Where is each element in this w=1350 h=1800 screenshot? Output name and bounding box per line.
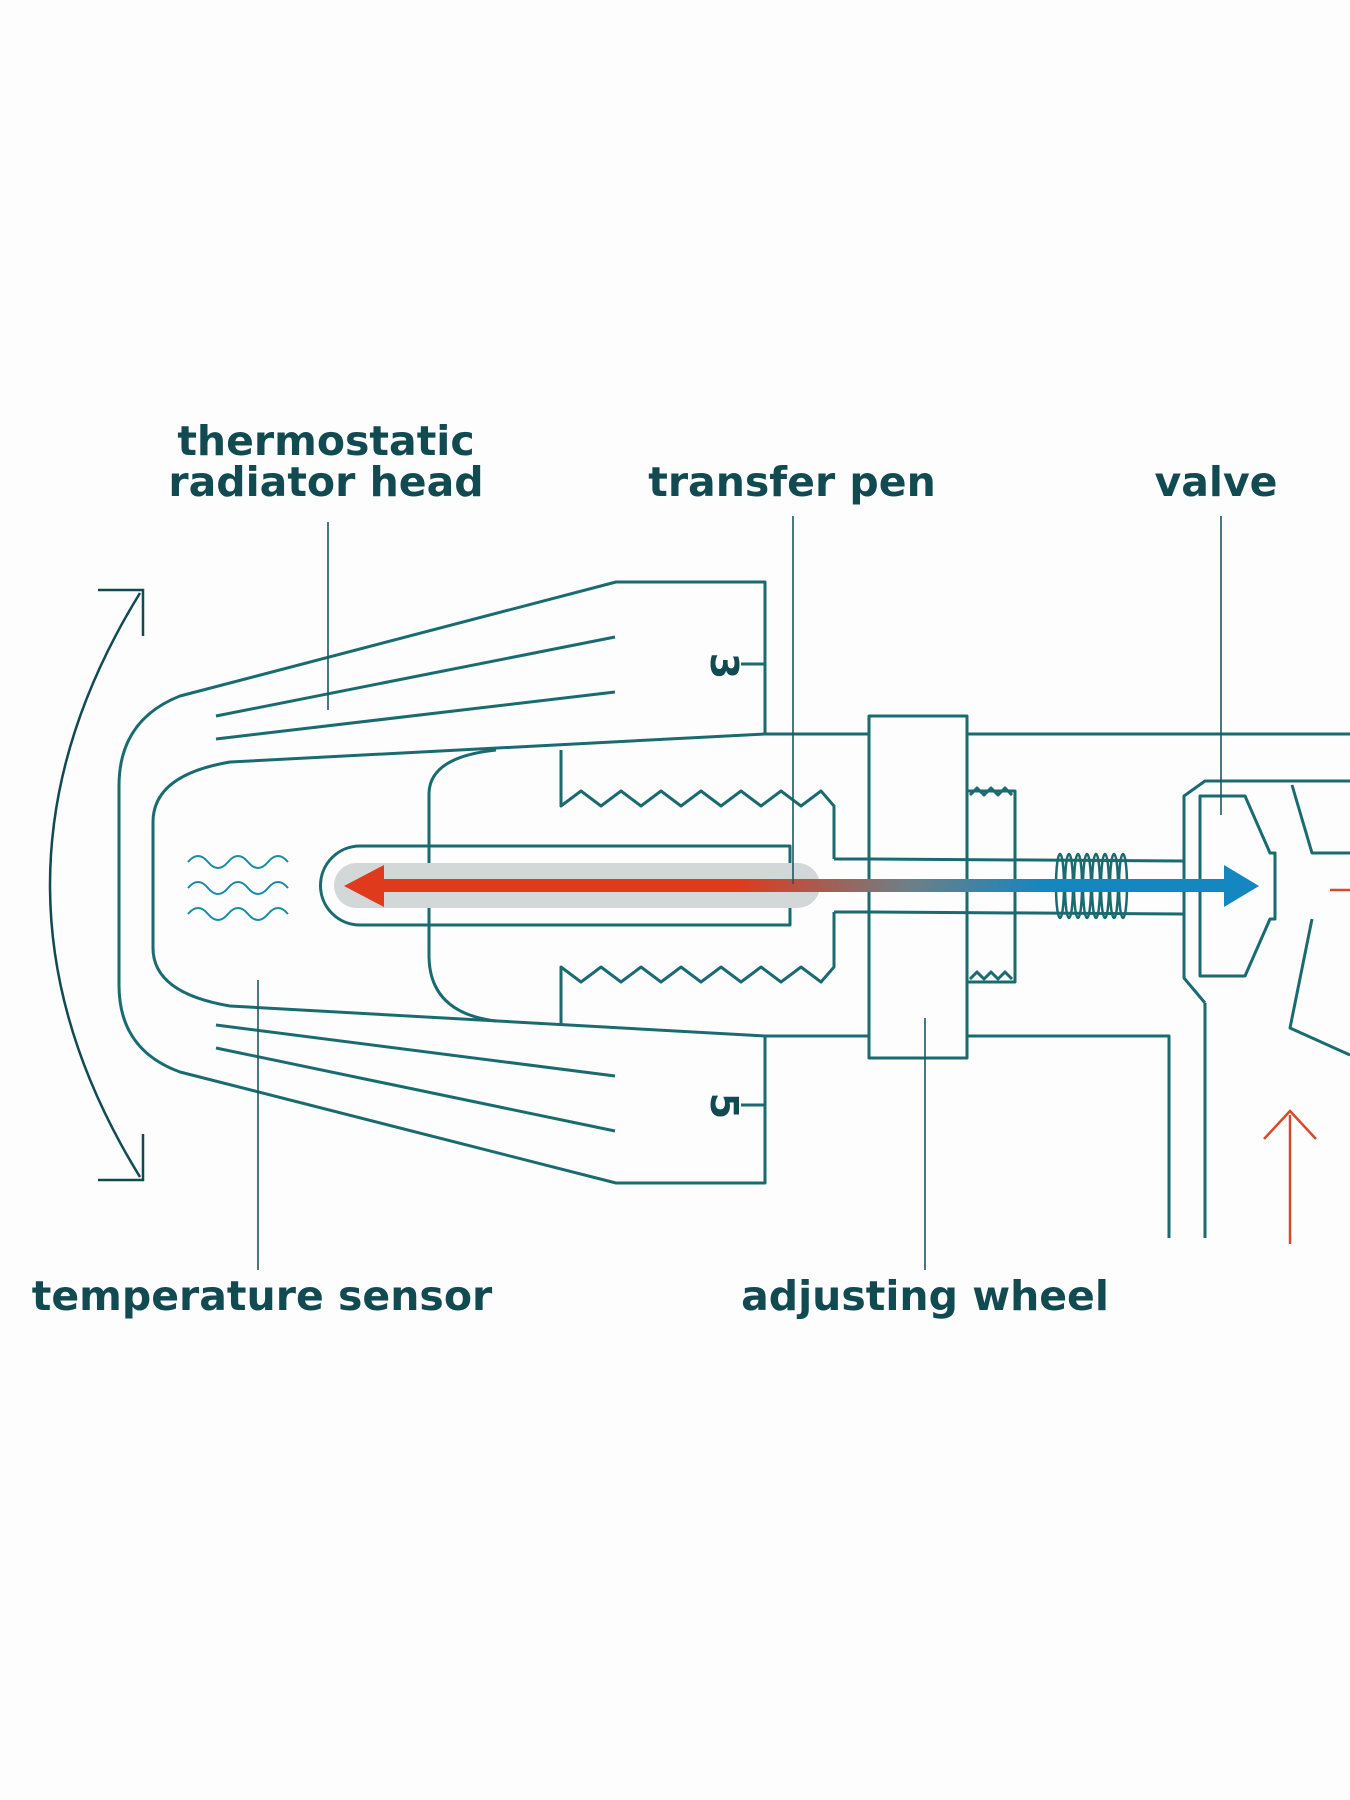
dial-mark-5: 5	[702, 1093, 746, 1119]
label-adjusting-wheel: adjusting wheel	[741, 1272, 1109, 1320]
leader-lines	[257, 516, 1222, 1270]
radiator-head	[117, 580, 869, 1185]
label-valve: valve	[1155, 458, 1278, 506]
temperature-sensor-bellows	[319, 748, 870, 1024]
hot-water-inflow-arrow-icon	[1263, 1109, 1317, 1244]
rotation-arrow-icon	[48, 588, 145, 1182]
head-inner-chamber	[151, 732, 869, 1038]
transfer-pen-arrow-icon	[344, 865, 1259, 907]
valve-body	[967, 779, 1350, 1238]
valve-plug	[1198, 794, 1277, 978]
dial-mark-3: 3	[702, 653, 746, 679]
label-transfer-pen: transfer pen	[648, 458, 936, 506]
head-outer-shell	[117, 580, 767, 1185]
heat-waves-icon	[187, 855, 289, 921]
label-thermostatic-head-line2: radiator head	[168, 458, 483, 506]
label-thermostatic-head-line1: thermostatic	[177, 417, 474, 465]
label-temperature-sensor: temperature sensor	[32, 1272, 493, 1320]
